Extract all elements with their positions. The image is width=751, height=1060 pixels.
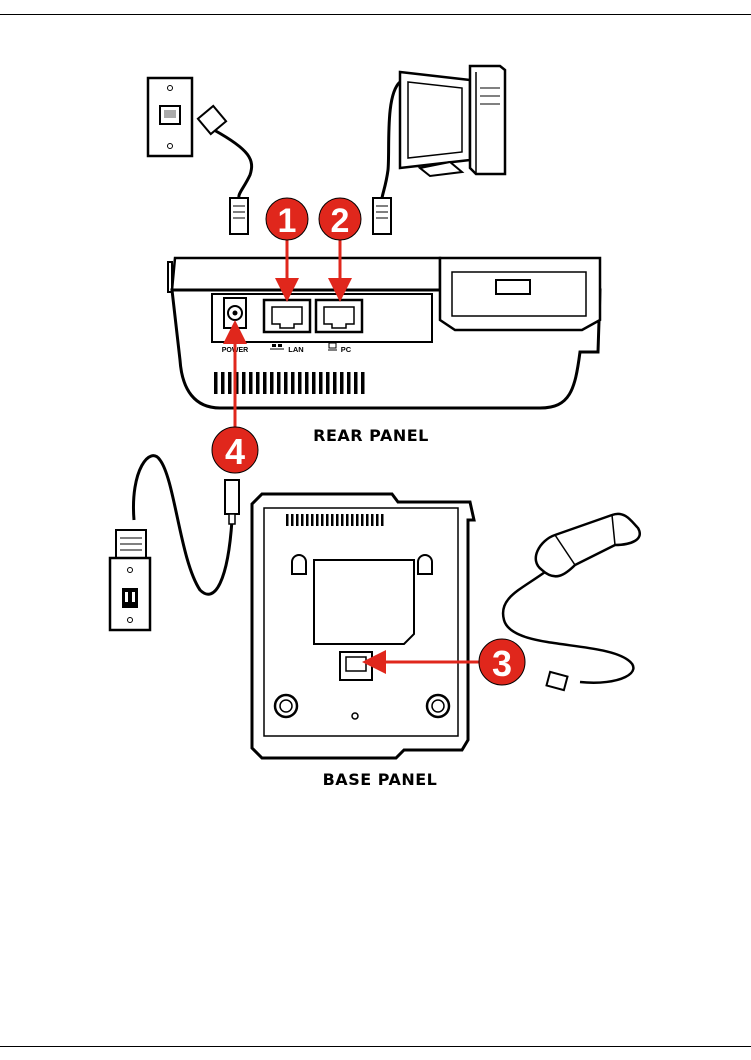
grille-slot xyxy=(301,514,304,526)
vent-slot xyxy=(291,372,295,394)
vent-slot xyxy=(284,372,288,394)
step-1-number: 1 xyxy=(278,202,297,240)
vent-slot xyxy=(270,372,274,394)
vent-slot xyxy=(298,372,302,394)
grille-slot xyxy=(326,514,329,526)
grille-slot xyxy=(341,514,344,526)
lan-port-label: LAN xyxy=(288,345,303,354)
computer-icon xyxy=(400,66,505,176)
vent-slot xyxy=(319,372,323,394)
vent-slot xyxy=(361,372,365,394)
pc-port-label: PC xyxy=(341,345,352,354)
vent-slot xyxy=(228,372,232,394)
grille-slot xyxy=(356,514,359,526)
grille-slot xyxy=(311,514,314,526)
base-panel-title: BASE PANEL xyxy=(323,770,438,789)
step-4-number: 4 xyxy=(225,431,245,472)
vent-slot xyxy=(221,372,225,394)
vent-slot xyxy=(340,372,344,394)
grille-slot xyxy=(351,514,354,526)
pc-ethernet-cable xyxy=(373,82,400,234)
vent-slot xyxy=(242,372,246,394)
vent-slot xyxy=(277,372,281,394)
base-panel-device xyxy=(252,494,474,758)
grille-slot xyxy=(371,514,374,526)
grille-slot xyxy=(361,514,364,526)
vent-slot xyxy=(326,372,330,394)
vent-slot xyxy=(354,372,358,394)
lan-ethernet-cable xyxy=(198,106,252,234)
grille-slot xyxy=(336,514,339,526)
rear-panel-device xyxy=(168,258,600,408)
grille-slot xyxy=(316,514,319,526)
grille-slot xyxy=(291,514,294,526)
grille-slot xyxy=(306,514,309,526)
grille-slot xyxy=(366,514,369,526)
vent-slot xyxy=(347,372,351,394)
grille-slot xyxy=(376,514,379,526)
step-2-number: 2 xyxy=(331,202,350,240)
grille-slot xyxy=(346,514,349,526)
rear-panel-title: REAR PANEL xyxy=(313,426,429,445)
grille-slot xyxy=(296,514,299,526)
grille-slot xyxy=(331,514,334,526)
vent-slot xyxy=(263,372,267,394)
grille-slot xyxy=(381,514,384,526)
vent-slot xyxy=(312,372,316,394)
power-adapter xyxy=(110,456,239,630)
grille-slot xyxy=(286,514,289,526)
vent-slot xyxy=(256,372,260,394)
vent-slot xyxy=(249,372,253,394)
grille-slot xyxy=(321,514,324,526)
step-3-number: 3 xyxy=(492,643,512,684)
wall-ethernet-jack xyxy=(148,78,192,156)
vent-slot xyxy=(305,372,309,394)
vent-slot xyxy=(214,372,218,394)
vent-slot xyxy=(333,372,337,394)
